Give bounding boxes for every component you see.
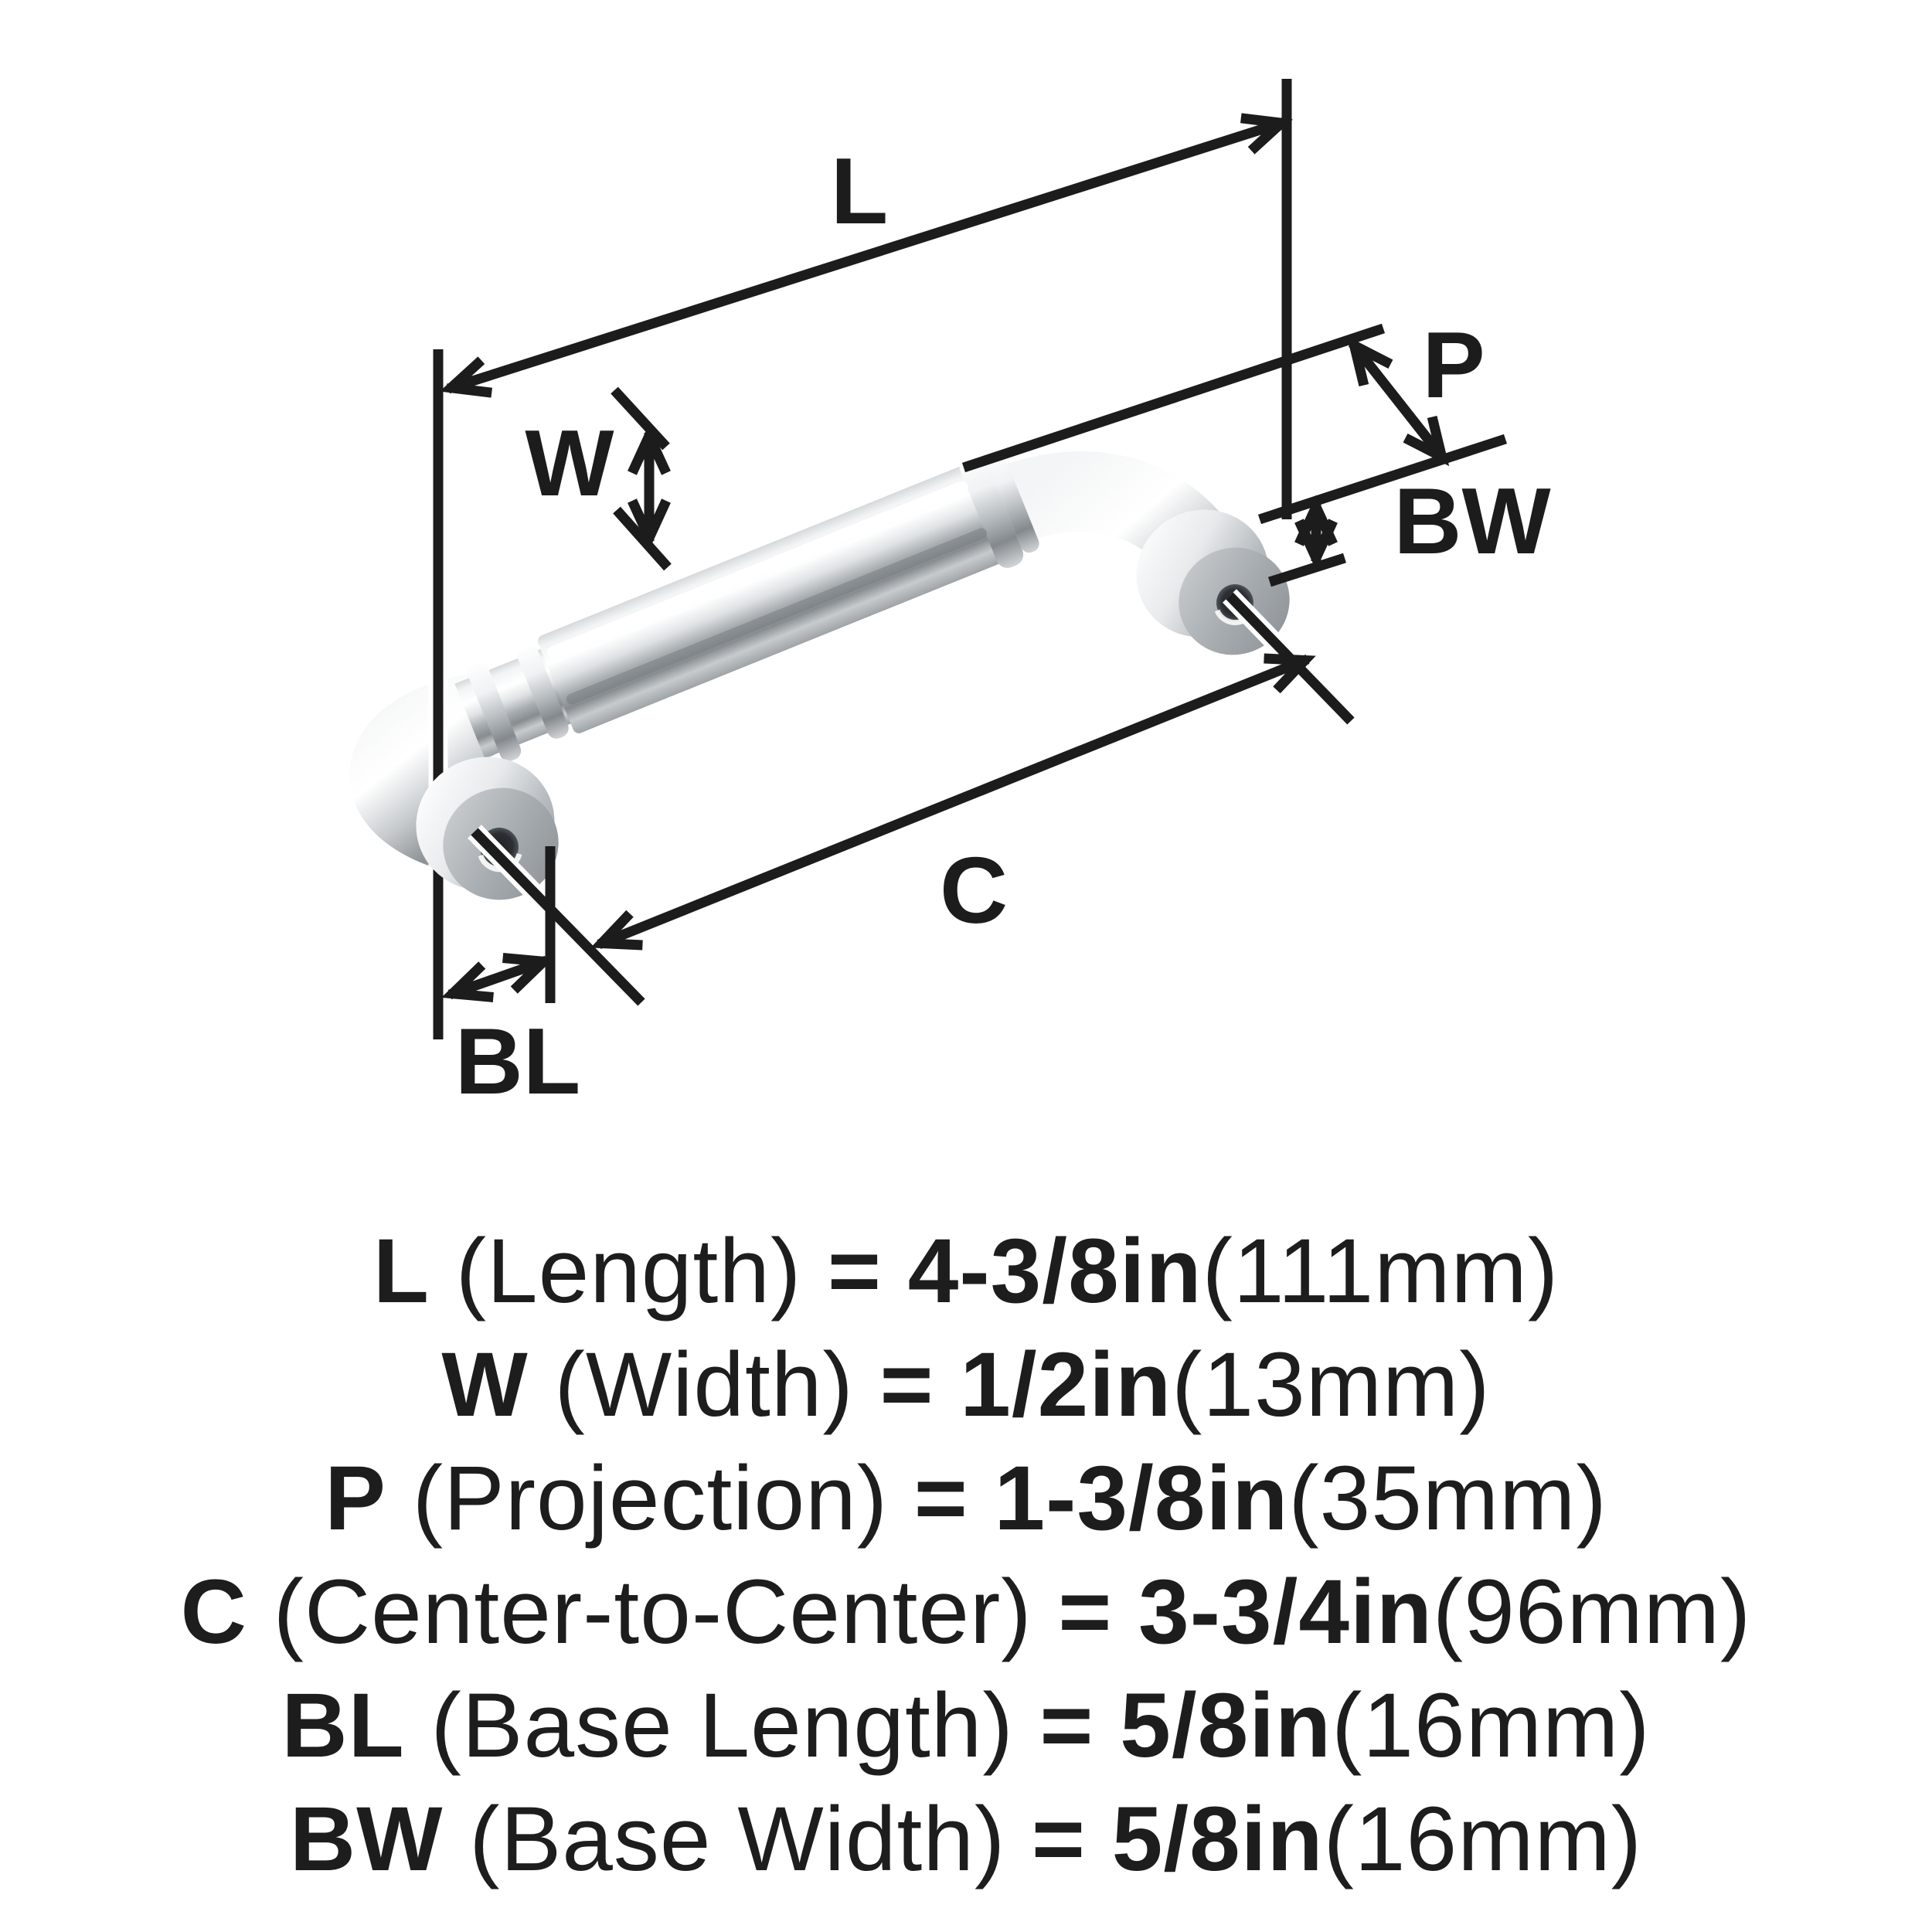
right-screw-axis-line [1223,589,1358,728]
spec-imperial-value: 3-3/4in [1112,1561,1433,1663]
spec-metric-value: (96mm) [1432,1561,1752,1663]
l-dimension-line [439,113,1294,398]
spec-code: W [441,1334,529,1436]
c-dimension-line [590,653,1316,951]
spec-name: (Base Width) [443,1788,1032,1890]
spec-metric-value: (35mm) [1288,1447,1607,1549]
handle-ring-1 [467,661,522,762]
spec-name: (Projection) [386,1447,914,1549]
spec-line-width: W (Width) = 1/2in(13mm) [0,1328,1932,1442]
spec-line-length: L (Length) = 4-3/8in(111mm) [0,1215,1932,1328]
spec-equals: = [879,1334,934,1436]
spec-text-block: L (Length) = 4-3/8in(111mm) W (Width) = … [0,1215,1932,1896]
spec-equals: = [913,1447,968,1549]
spec-code: P [325,1447,386,1549]
label-projection: P [1422,312,1485,417]
label-base-width: BW [1393,468,1551,573]
spec-line-projection: P (Projection) = 1-3/8in(35mm) [0,1442,1932,1556]
spec-imperial-value: 1/2in [934,1334,1172,1436]
handle-collar-step [986,451,1039,553]
spec-equals: = [828,1220,882,1322]
spec-name: (Center-to-Center) [247,1561,1059,1663]
w-tick-top [611,386,670,451]
spec-name: (Width) [528,1334,880,1436]
bl-dimension-arrow [441,953,555,1002]
spec-equals: = [1032,1788,1086,1890]
handle-ring-2 [517,644,569,739]
top-right-extension-line [961,323,1386,473]
spec-metric-value: (111mm) [1202,1220,1560,1322]
w-tick-bottom [613,506,672,571]
spec-code: BL [281,1675,405,1777]
spec-imperial-value: 5/8in [1094,1675,1332,1777]
spec-equals: = [1039,1675,1094,1777]
spec-metric-value: (16mm) [1332,1675,1651,1777]
spec-line-center-to-center: C (Center-to-Center) = 3-3/4in(96mm) [0,1556,1932,1669]
spec-line-base-width: BW (Base Width) = 5/8in(16mm) [0,1783,1932,1896]
spec-imperial-value: 1-3/8in [968,1447,1289,1549]
spec-imperial-value: 4-3/8in [881,1220,1202,1322]
spec-code: C [180,1561,247,1663]
spec-metric-value: (13mm) [1172,1334,1491,1436]
handle-highlight-streak [547,481,968,658]
bw-tick-bottom [1268,553,1346,587]
spec-line-base-length: BL (Base Length) = 5/8in(16mm) [0,1669,1932,1783]
spec-code: L [372,1220,430,1322]
handle-collar [959,452,1024,568]
spec-metric-value: (16mm) [1323,1788,1643,1890]
spec-code: BW [289,1788,444,1890]
spec-imperial-value: 5/8in [1085,1788,1324,1890]
dimension-lines [439,79,1508,1003]
label-length: L [831,138,889,243]
label-base-length: BL [455,1009,581,1114]
label-center-to-center: C [940,838,1008,943]
label-width: W [525,410,614,515]
p-dimension-arrow [1346,335,1450,467]
spec-name: (Base Length) [404,1675,1040,1777]
spec-equals: = [1058,1561,1113,1663]
left-screw-axis-line [468,825,648,1009]
spec-name: (Length) [429,1220,828,1322]
